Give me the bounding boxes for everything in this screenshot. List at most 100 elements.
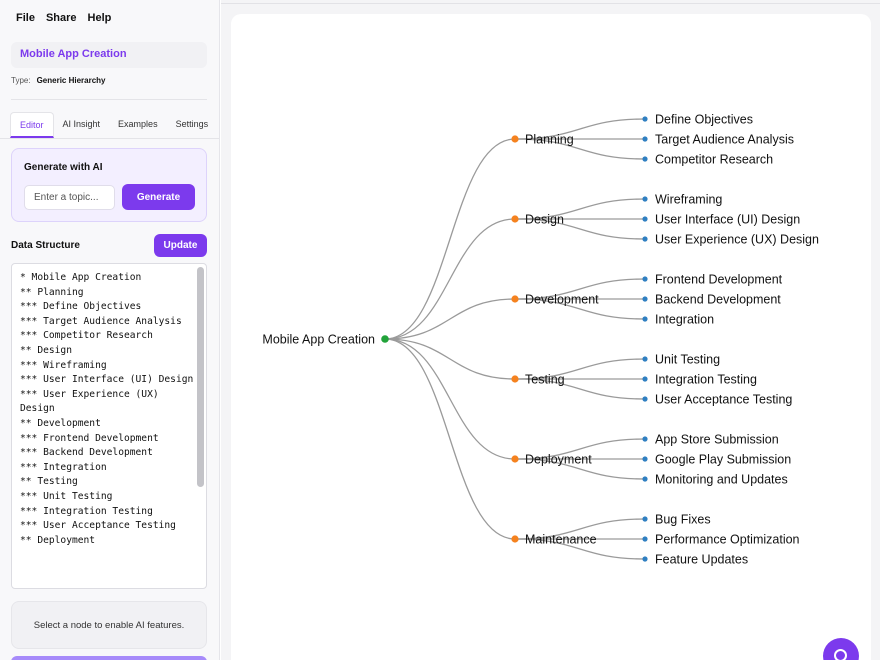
branch-leaf-link: [514, 358, 646, 380]
branch-node-label[interactable]: Deployment: [525, 453, 592, 467]
leaf-node-label[interactable]: Integration: [655, 313, 714, 327]
branch-node-label[interactable]: Design: [525, 213, 564, 227]
leaf-node-dot[interactable]: [642, 516, 648, 522]
leaf-node-label[interactable]: User Experience (UX) Design: [655, 233, 819, 247]
leaf-node-label[interactable]: Monitoring and Updates: [655, 473, 788, 487]
sidebar: File Share Help Mobile App Creation Type…: [0, 0, 220, 660]
leaf-node-label[interactable]: Integration Testing: [655, 373, 757, 387]
leaf-node-label[interactable]: User Interface (UI) Design: [655, 213, 800, 227]
leaf-node-label[interactable]: Target Audience Analysis: [655, 133, 794, 147]
tab-ai-insight[interactable]: AI Insight: [62, 119, 101, 129]
branch-node-dot[interactable]: [511, 535, 519, 543]
leaf-node-label[interactable]: User Acceptance Testing: [655, 393, 792, 407]
root-branch-link: [384, 218, 516, 340]
leaf-node-dot[interactable]: [642, 456, 648, 462]
menu-share[interactable]: Share: [45, 12, 77, 24]
tabs-divider: [0, 138, 219, 139]
leaf-node-dot[interactable]: [642, 116, 648, 122]
sidebar-tabs: Editor AI Insight Examples Settings: [10, 112, 217, 138]
leaf-node-dot[interactable]: [642, 436, 648, 442]
branch-node-label[interactable]: Maintenance: [525, 533, 597, 547]
leaf-node-label[interactable]: Define Objectives: [655, 113, 753, 127]
branch-leaf-link: [514, 378, 646, 400]
branch-node-label[interactable]: Testing: [525, 373, 565, 387]
topic-input[interactable]: [24, 185, 115, 210]
leaf-node-dot[interactable]: [642, 156, 648, 162]
branch-node-dot[interactable]: [511, 135, 519, 143]
chat-fab-button[interactable]: [823, 638, 859, 660]
type-label: Type:: [11, 76, 31, 85]
tab-settings[interactable]: Settings: [175, 119, 209, 129]
data-structure-label: Data Structure: [11, 240, 80, 251]
generate-button[interactable]: Generate: [122, 184, 195, 210]
root-branch-link: [384, 338, 516, 540]
branch-node-dot[interactable]: [511, 455, 519, 463]
branch-leaf-link: [514, 298, 646, 320]
data-structure-editor[interactable]: * Mobile App Creation ** Planning *** De…: [11, 263, 207, 589]
branch-node-dot[interactable]: [511, 375, 519, 383]
leaf-node-dot[interactable]: [642, 356, 648, 362]
branch-node-dot[interactable]: [511, 215, 519, 223]
branch-leaf-link: [514, 138, 646, 160]
tab-examples[interactable]: Examples: [118, 119, 158, 129]
menu-bar: File Share Help: [16, 12, 111, 24]
leaf-node-dot[interactable]: [642, 216, 648, 222]
leaf-node-dot[interactable]: [642, 236, 648, 242]
search-icon: [834, 649, 847, 660]
leaf-node-label[interactable]: Google Play Submission: [655, 453, 791, 467]
update-button[interactable]: Update: [154, 234, 207, 257]
leaf-node-label[interactable]: App Store Submission: [655, 433, 779, 447]
leaf-node-dot[interactable]: [642, 556, 648, 562]
branch-leaf-link: [514, 198, 646, 220]
generate-ai-title: Generate with AI: [24, 162, 103, 173]
menu-file[interactable]: File: [16, 12, 35, 24]
branch-leaf-link: [514, 118, 646, 140]
leaf-node-dot[interactable]: [642, 316, 648, 322]
root-node-label[interactable]: Mobile App Creation: [262, 333, 375, 347]
leaf-node-dot[interactable]: [642, 136, 648, 142]
leaf-node-label[interactable]: Competitor Research: [655, 153, 773, 167]
branch-node-dot[interactable]: [511, 295, 519, 303]
tab-editor[interactable]: Editor: [10, 112, 54, 138]
branch-leaf-link: [514, 278, 646, 300]
branch-leaf-link: [514, 218, 646, 240]
leaf-node-dot[interactable]: [642, 196, 648, 202]
sidebar-bottom-button[interactable]: [11, 656, 207, 660]
type-value: Generic Hierarchy: [36, 76, 106, 85]
branch-leaf-link: [514, 438, 646, 460]
project-type: Type: Generic Hierarchy: [11, 76, 106, 85]
divider: [11, 99, 207, 100]
root-branch-link: [384, 138, 516, 340]
top-divider: [221, 3, 880, 4]
root-branch-link: [384, 338, 516, 380]
menu-help[interactable]: Help: [87, 12, 112, 24]
branch-node-label[interactable]: Development: [525, 293, 599, 307]
root-branch-link: [384, 338, 516, 460]
branch-node-label[interactable]: Planning: [525, 133, 574, 147]
leaf-node-label[interactable]: Performance Optimization: [655, 533, 800, 547]
leaf-node-label[interactable]: Feature Updates: [655, 553, 748, 567]
leaf-node-dot[interactable]: [642, 536, 648, 542]
project-title[interactable]: Mobile App Creation: [11, 42, 207, 68]
leaf-node-dot[interactable]: [642, 396, 648, 402]
leaf-node-label[interactable]: Frontend Development: [655, 273, 783, 287]
branch-leaf-link: [514, 518, 646, 540]
editor-scrollbar[interactable]: [197, 267, 204, 487]
leaf-node-dot[interactable]: [642, 476, 648, 482]
leaf-node-dot[interactable]: [642, 376, 648, 382]
leaf-node-label[interactable]: Unit Testing: [655, 353, 720, 367]
branch-leaf-link: [514, 458, 646, 480]
leaf-node-label[interactable]: Wireframing: [655, 193, 722, 207]
root-node-dot[interactable]: [381, 335, 389, 343]
leaf-node-label[interactable]: Bug Fixes: [655, 513, 711, 527]
leaf-node-label[interactable]: Backend Development: [655, 293, 781, 307]
leaf-node-dot[interactable]: [642, 276, 648, 282]
generate-ai-panel: Generate with AI Generate: [11, 148, 207, 222]
ai-hint-panel: Select a node to enable AI features.: [11, 601, 207, 649]
data-structure-text[interactable]: * Mobile App Creation ** Planning *** De…: [20, 272, 194, 546]
leaf-node-dot[interactable]: [642, 296, 648, 302]
branch-leaf-link: [514, 538, 646, 560]
